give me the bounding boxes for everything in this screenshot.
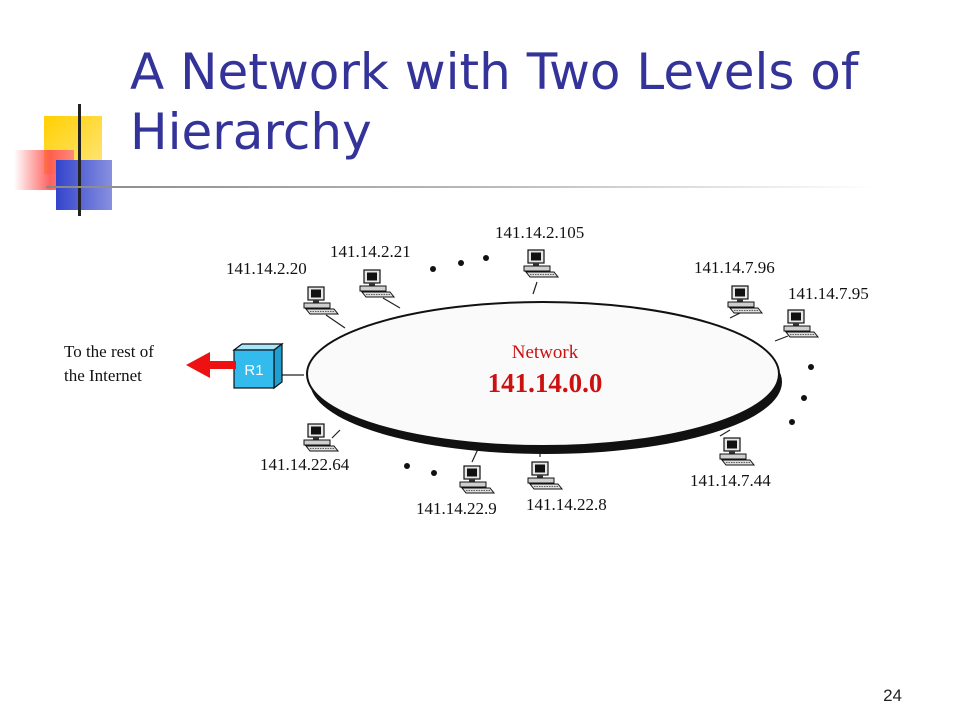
computer-icon: [303, 286, 339, 315]
decor-vertical-line: [78, 104, 81, 216]
network-diagram: Network 141.14.0.0 R1 To the rest of the…: [64, 223, 869, 518]
computer-icon: [527, 461, 563, 490]
host-address: 141.14.7.44: [690, 471, 771, 490]
host-address: 141.14.7.96: [694, 258, 775, 277]
computer-icon: [719, 437, 755, 466]
network-address: 141.14.0.0: [488, 368, 603, 398]
internet-arrow: [186, 352, 236, 378]
page-number: 24: [883, 686, 902, 705]
slide-title: A Network with Two Levels of Hierarchy: [130, 43, 859, 161]
router-r1: R1: [232, 342, 284, 390]
computer-icon: [359, 269, 395, 298]
network-label: Network: [512, 342, 579, 363]
host-address: 141.14.22.9: [416, 499, 497, 518]
computer-icon: [459, 465, 495, 494]
host-address: 141.14.7.95: [788, 284, 869, 303]
network-ellipse: [306, 301, 780, 447]
computer-icon: [783, 309, 819, 338]
title-underline: [46, 186, 876, 188]
internet-label-line1: To the rest of: [64, 342, 154, 361]
host-address: 141.14.22.64: [260, 455, 350, 474]
host-address: 141.14.2.21: [330, 242, 411, 261]
computer-icon: [727, 285, 763, 314]
router-label: R1: [244, 362, 263, 379]
decor-blue-square: [56, 160, 112, 210]
host-address: 141.14.22.8: [526, 495, 607, 514]
internet-label-line2: the Internet: [64, 366, 142, 385]
host-address: 141.14.2.105: [495, 223, 584, 242]
ellipsis-dots: [404, 255, 814, 476]
computer-icon: [523, 249, 559, 278]
host-address: 141.14.2.20: [226, 259, 307, 278]
